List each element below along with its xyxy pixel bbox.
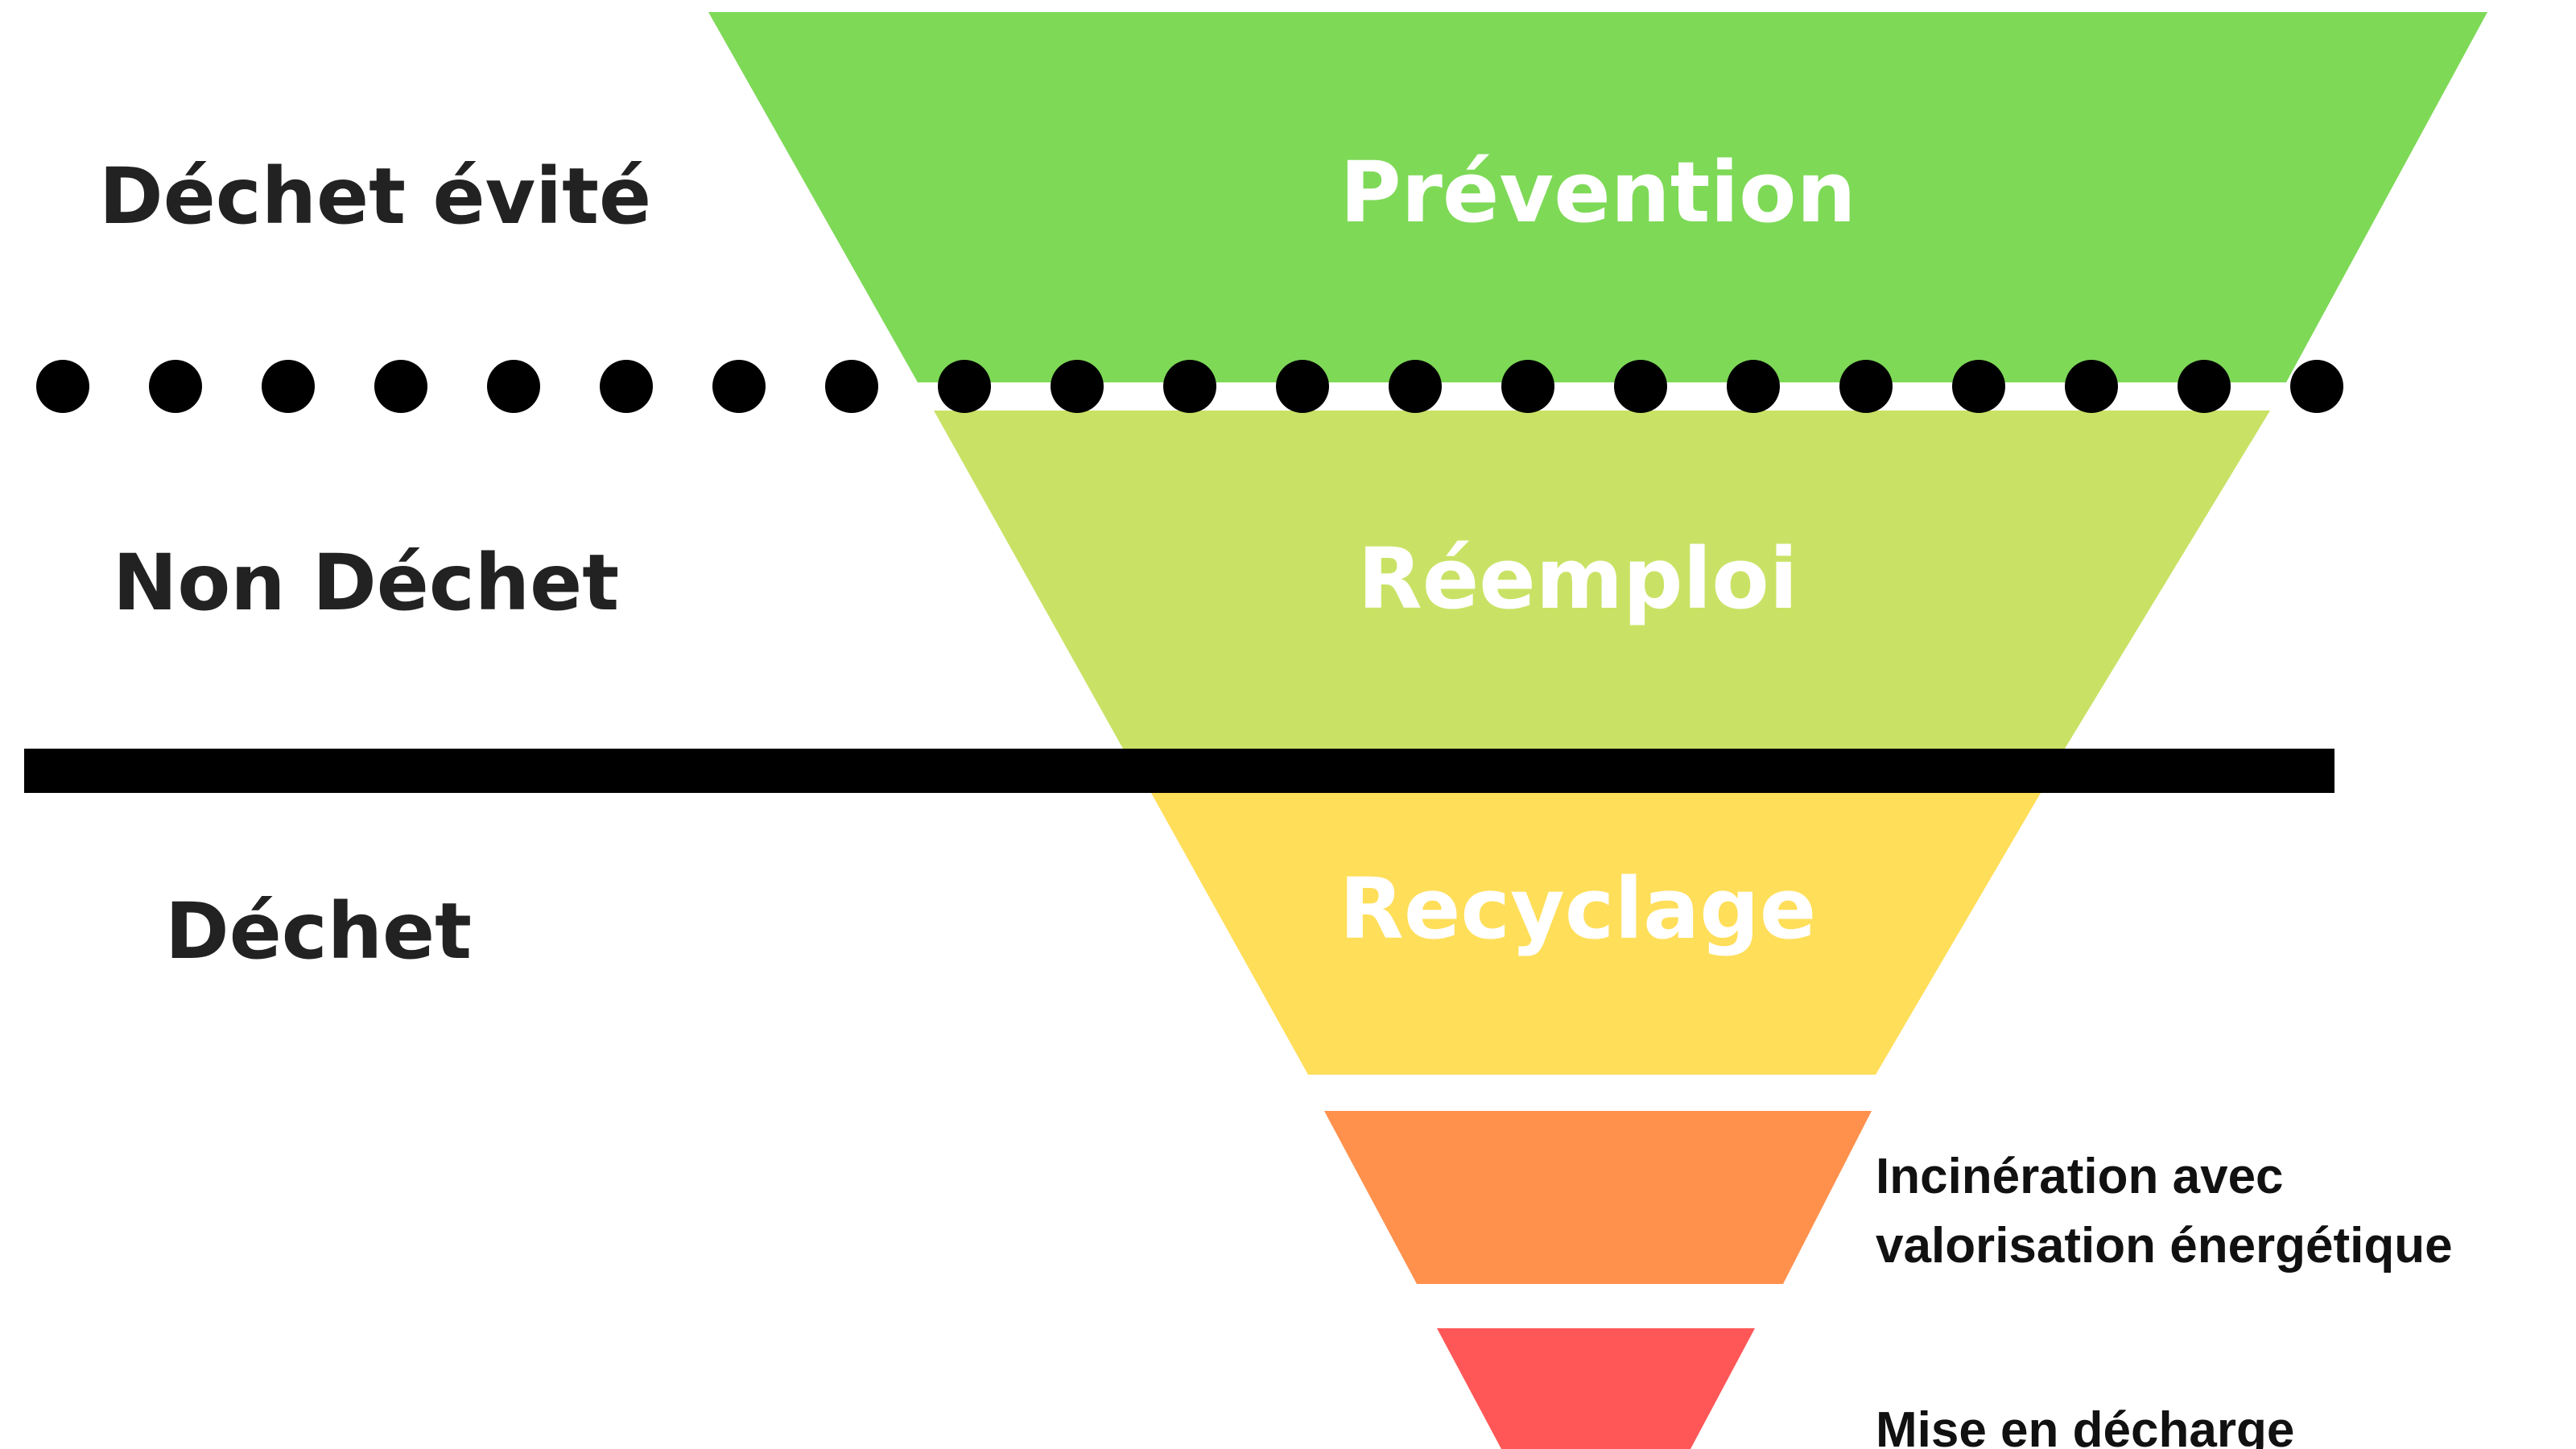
divider-dot	[262, 360, 315, 413]
tier-incineration-shape	[1324, 1111, 1872, 1284]
tier-recycling-shape	[1151, 793, 2041, 1075]
tier-prevention-shape	[708, 12, 2487, 382]
divider-dot	[1727, 360, 1780, 413]
divider-dot	[938, 360, 991, 413]
zone-label-waste: Déchet	[165, 886, 472, 976]
divider-dot	[600, 360, 653, 413]
divider-dot	[825, 360, 878, 413]
solid-divider	[24, 749, 2334, 793]
tier-recycling-label: Recyclage	[1340, 860, 1817, 958]
divider-dot	[374, 360, 427, 413]
divider-dot	[487, 360, 540, 413]
divider-dot	[1389, 360, 1442, 413]
divider-dot	[1614, 360, 1667, 413]
divider-dot	[712, 360, 766, 413]
divider-dot	[1501, 360, 1554, 413]
divider-dot	[1276, 360, 1329, 413]
zone-label-non-waste: Non Déchet	[113, 538, 619, 628]
divider-dot	[149, 360, 202, 413]
divider-dot	[1952, 360, 2005, 413]
divider-dot	[2178, 360, 2231, 413]
tier-reuse-label: Réemploi	[1358, 530, 1798, 628]
tier-landfill-shape	[1437, 1328, 1755, 1449]
divider-dot	[36, 360, 89, 413]
divider-dot	[1051, 360, 1104, 413]
divider-dot	[1839, 360, 1893, 413]
divider-dot	[1163, 360, 1216, 413]
zone-label-avoided: Déchet évité	[99, 151, 651, 242]
divider-dot	[2290, 360, 2343, 413]
tier-incineration-label-line1: Incinération avec	[1876, 1149, 2284, 1204]
tier-landfill-label: Mise en décharge	[1876, 1402, 2294, 1449]
divider-dot	[2065, 360, 2118, 413]
dotted-divider	[36, 360, 2343, 413]
tier-prevention-label: Prévention	[1340, 143, 1856, 242]
tier-incineration-label-line2: valorisation énergétique	[1876, 1218, 2453, 1274]
tier-reuse-shape	[934, 411, 2270, 749]
